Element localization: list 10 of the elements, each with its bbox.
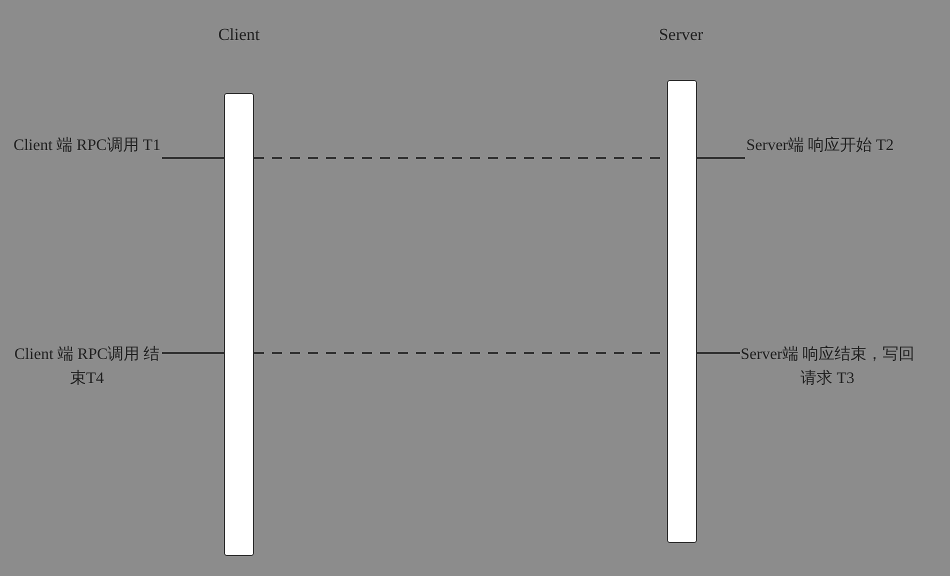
connector-line	[697, 352, 740, 354]
event-label: Client 端 RPC调用 结束T4	[13, 344, 161, 389]
lifeline-label: Server	[658, 24, 704, 46]
connector-line	[162, 157, 224, 159]
connector-line	[697, 157, 745, 159]
event-label: Server端 响应开始 T2	[745, 136, 895, 156]
event-label: Client 端 RPC调用 T1	[12, 136, 162, 156]
connector-line	[162, 352, 224, 354]
lifeline-label: Client	[217, 24, 261, 46]
event-label: Server端 响应结束，写回请求 T3	[740, 344, 915, 389]
